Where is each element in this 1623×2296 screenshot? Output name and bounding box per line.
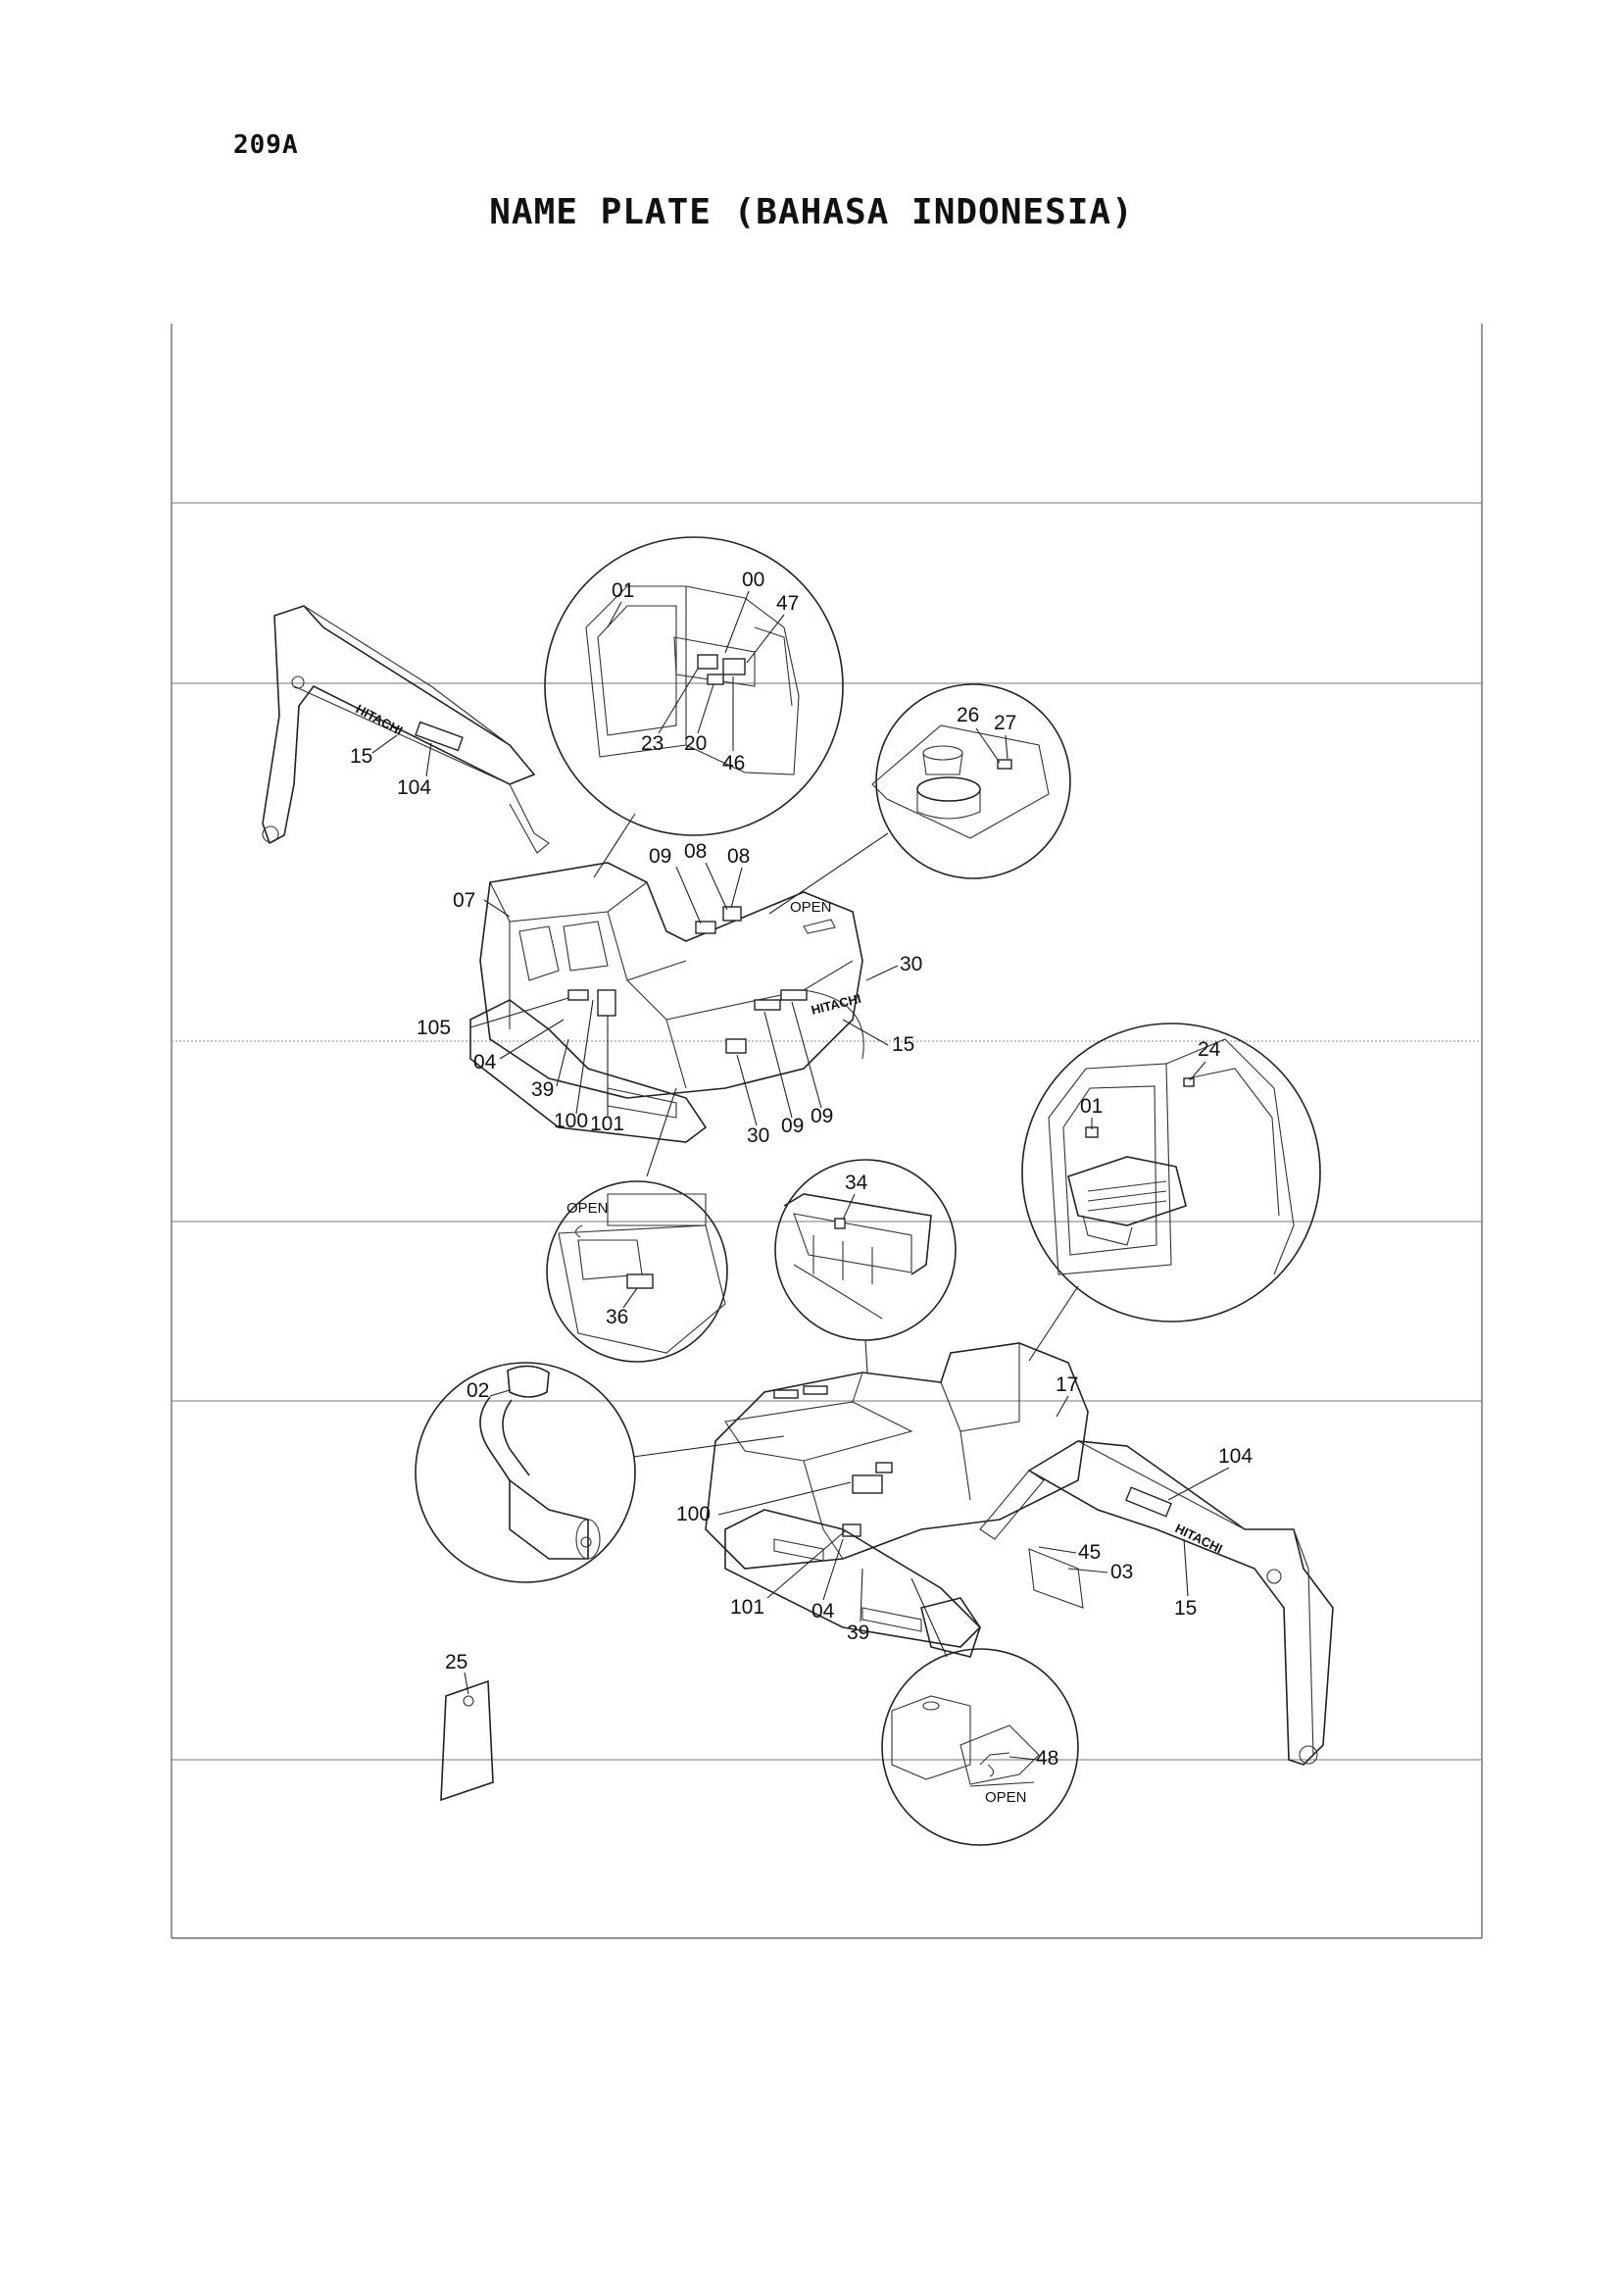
label-23: 23 [641, 732, 664, 755]
detail-hood-top: 26 27 [871, 683, 1071, 879]
label-08-b: 08 [727, 845, 750, 868]
label-04-rear: 04 [812, 1600, 835, 1622]
detail-open-lever: OPEN 36 [546, 1180, 728, 1363]
label-34: 34 [845, 1172, 868, 1194]
label-00: 00 [742, 569, 764, 591]
label-46: 46 [722, 752, 745, 774]
label-17: 17 [1056, 1373, 1078, 1396]
label-15-rear: 15 [1174, 1597, 1197, 1620]
drawing-frame [171, 324, 1483, 1939]
detail-rack: 34 [774, 1159, 957, 1341]
label-100-front: 100 [554, 1110, 588, 1132]
label-48: 48 [1036, 1747, 1058, 1770]
label-101-front: 101 [590, 1113, 624, 1135]
label-01-cab-inside: 01 [1080, 1095, 1103, 1118]
open-text-front: OPEN [790, 899, 832, 916]
label-09-top: 09 [649, 845, 671, 868]
detail-cab-top: 01 00 47 23 20 46 [544, 536, 844, 836]
page-title: NAME PLATE (BAHASA INDONESIA) [489, 192, 1134, 232]
detail-cover-open: OPEN 48 [881, 1648, 1079, 1846]
open-text-cover: OPEN [985, 1789, 1027, 1806]
label-03: 03 [1110, 1561, 1133, 1583]
open-text-lever: OPEN [566, 1200, 609, 1217]
detail-cab-inside: 24 01 [1021, 1023, 1321, 1323]
label-24: 24 [1198, 1038, 1221, 1061]
label-07: 07 [453, 889, 475, 912]
label-100-rear: 100 [676, 1503, 711, 1525]
label-101-rear: 101 [730, 1596, 764, 1619]
label-20: 20 [684, 732, 707, 755]
label-105: 105 [417, 1017, 451, 1039]
label-01-cab-top: 01 [612, 579, 634, 602]
label-15-boom-front: 15 [350, 745, 372, 768]
tag-25: 25 [440, 1651, 494, 1802]
label-09-right: 09 [811, 1105, 833, 1127]
label-104-rear: 104 [1218, 1445, 1253, 1468]
label-02: 02 [467, 1379, 489, 1402]
label-09-mid: 09 [781, 1115, 804, 1137]
label-39-front: 39 [531, 1078, 554, 1101]
page-code: 209A [233, 130, 299, 160]
label-30-right: 30 [900, 953, 922, 975]
label-39-rear: 39 [847, 1622, 869, 1644]
label-27: 27 [994, 712, 1016, 734]
label-04-front: 04 [473, 1051, 497, 1073]
label-15-cw: 15 [892, 1033, 914, 1056]
brand-hitachi-cw: HITACHI [810, 991, 862, 1018]
label-26: 26 [957, 704, 979, 726]
machine-rear: HITACHI 17 104 100 45 03 101 04 39 15 [676, 1342, 1334, 1766]
label-30-bottom: 30 [747, 1124, 769, 1147]
label-45: 45 [1078, 1541, 1101, 1564]
label-25: 25 [445, 1651, 467, 1673]
label-47: 47 [776, 592, 799, 615]
detail-air-cleaner: 02 [415, 1362, 636, 1583]
label-36: 36 [606, 1306, 628, 1328]
brand-hitachi-front: HITACHI [354, 701, 406, 738]
label-104-front: 104 [397, 776, 431, 799]
label-08-a: 08 [684, 840, 707, 863]
